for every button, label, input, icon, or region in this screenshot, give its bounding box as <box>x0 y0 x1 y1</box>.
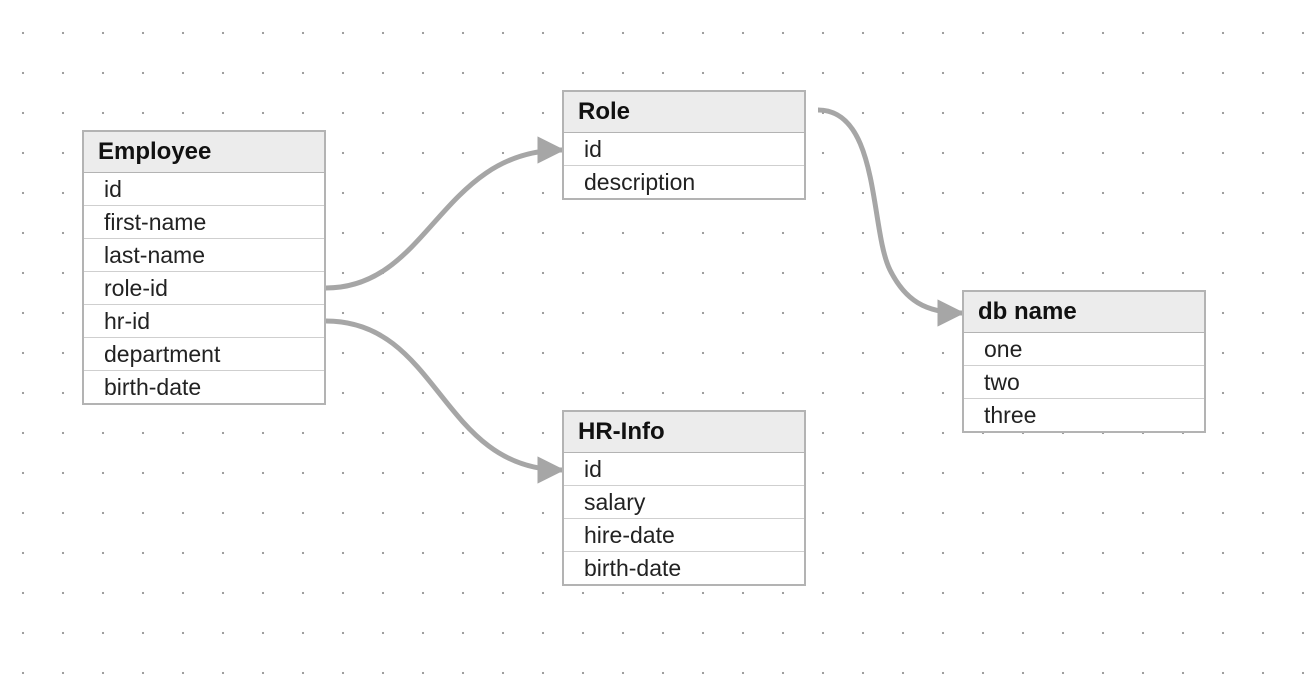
field-row[interactable]: id <box>564 453 804 486</box>
field-row[interactable]: hire-date <box>564 519 804 552</box>
connector-role-to-db-name[interactable] <box>817 107 965 327</box>
field-row[interactable]: id <box>84 173 324 206</box>
field-row[interactable]: id <box>564 133 804 166</box>
table-title[interactable]: Role <box>564 92 804 133</box>
field-row[interactable]: last-name <box>84 239 324 272</box>
table-hr-info[interactable]: HR-Info id salary hire-date birth-date <box>562 410 806 586</box>
table-db-name[interactable]: db name one two three <box>962 290 1206 433</box>
field-row[interactable]: two <box>964 366 1204 399</box>
table-title[interactable]: HR-Info <box>564 412 804 453</box>
table-employee[interactable]: Employee id first-name last-name role-id… <box>82 130 326 405</box>
table-title[interactable]: Employee <box>84 132 324 173</box>
field-row[interactable]: hr-id <box>84 305 324 338</box>
field-row[interactable]: department <box>84 338 324 371</box>
field-row[interactable]: one <box>964 333 1204 366</box>
connector-employee-hr-id-to-hr-info-id[interactable] <box>325 318 565 484</box>
table-role[interactable]: Role id description <box>562 90 806 200</box>
connector-employee-role-id-to-role-id[interactable] <box>325 136 565 291</box>
field-row[interactable]: three <box>984 402 1037 428</box>
field-row[interactable]: birth-date <box>584 555 682 581</box>
field-row[interactable]: first-name <box>84 206 324 239</box>
field-row[interactable]: description <box>584 169 696 195</box>
field-row[interactable]: birth-date <box>104 374 202 400</box>
field-row[interactable]: salary <box>564 486 804 519</box>
field-row[interactable]: role-id <box>84 272 324 305</box>
table-title[interactable]: db name <box>964 292 1204 333</box>
